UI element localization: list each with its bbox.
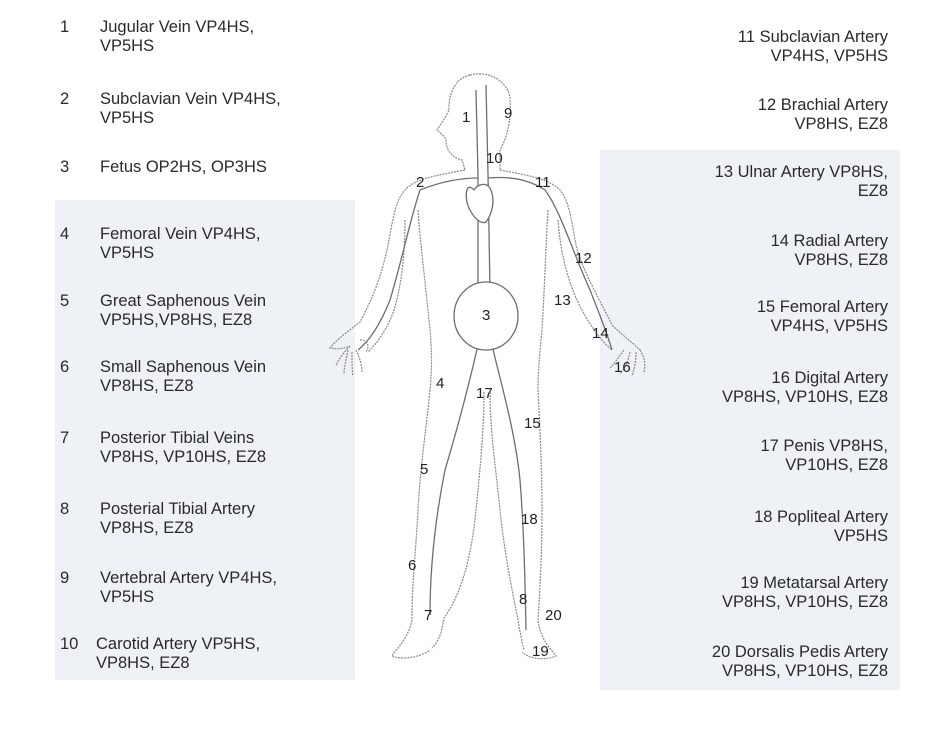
figure-label-1: 1 (462, 109, 470, 126)
figure-label-4: 4 (436, 375, 444, 392)
figure-number-labels: 1 2 3 4 5 6 7 8 9 10 11 12 13 14 15 16 1… (408, 105, 631, 660)
figure-label-2: 2 (416, 174, 424, 191)
figure-label-17: 17 (476, 385, 493, 402)
figure-label-7: 7 (424, 607, 432, 624)
figure-label-8: 8 (519, 591, 527, 608)
figure-label-16: 16 (614, 359, 631, 376)
heart (466, 184, 493, 222)
figure-label-3: 3 (482, 307, 490, 324)
figure-label-10: 10 (486, 150, 503, 167)
figure-label-19: 19 (532, 643, 549, 660)
figure-label-12: 12 (575, 250, 592, 267)
figure-label-18: 18 (521, 511, 538, 528)
figure-label-15: 15 (524, 415, 541, 432)
figure-label-9: 9 (504, 105, 512, 122)
vessel-lines (358, 85, 612, 630)
figure-label-13: 13 (554, 292, 571, 309)
figure-label-20: 20 (545, 607, 562, 624)
figure-label-6: 6 (408, 557, 416, 574)
figure-label-14: 14 (592, 325, 609, 342)
figure-label-5: 5 (420, 461, 428, 478)
figure-label-11: 11 (535, 174, 551, 191)
